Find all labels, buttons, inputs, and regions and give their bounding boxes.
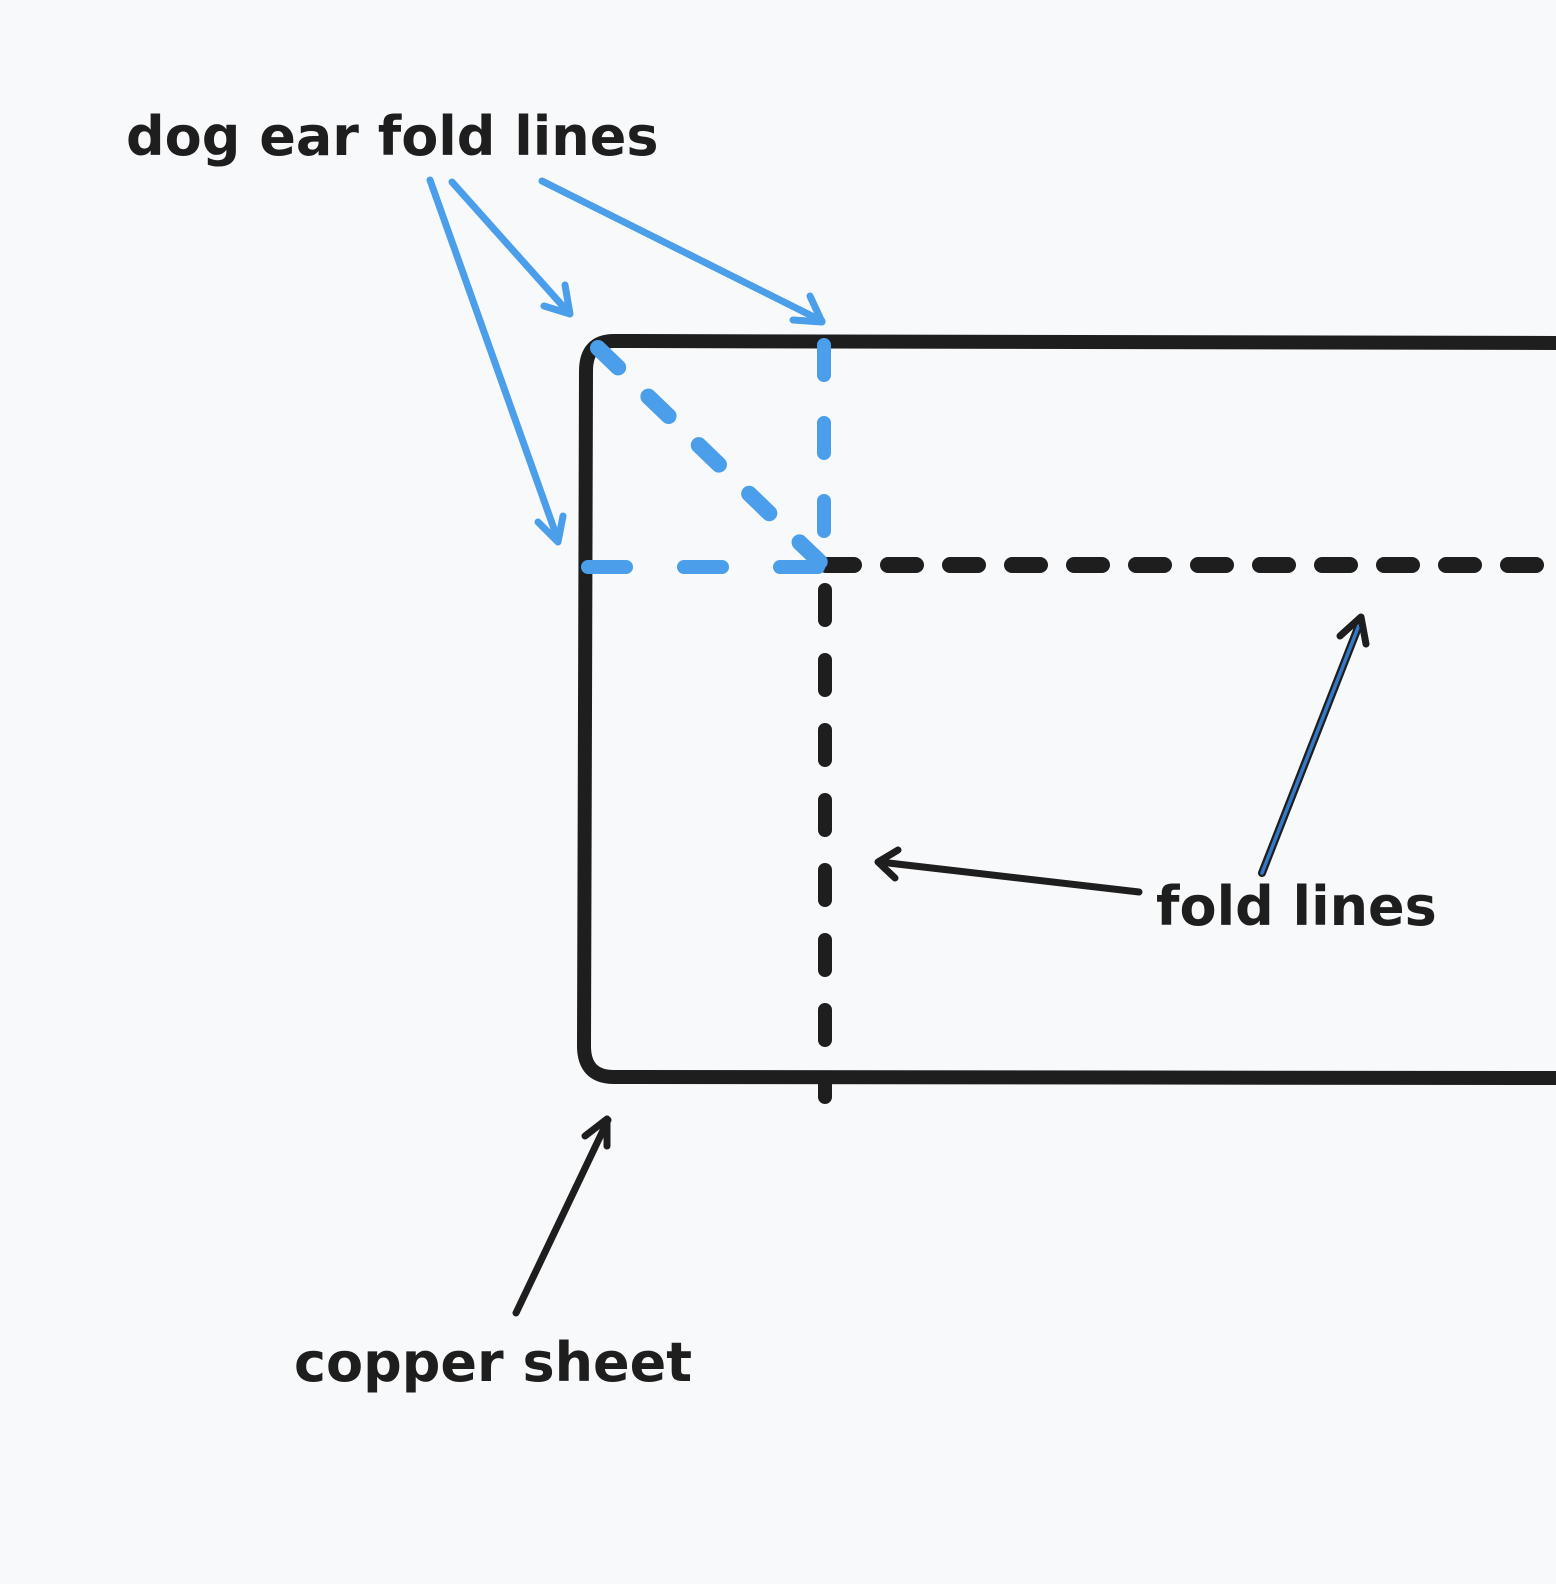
fold-lines-label: fold lines xyxy=(1156,875,1437,938)
fold-lines-arrow-left xyxy=(874,846,1143,896)
dog-ear-fold-lines-label: dog ear fold lines xyxy=(126,105,659,168)
dog-ear-arrow-right xyxy=(538,177,826,326)
copper-sheet-outline xyxy=(577,334,1556,1085)
dog-ear-arrow-left xyxy=(426,176,567,546)
copper-sheet-arrow xyxy=(512,1115,612,1317)
dog-ear-diagonal-fold-line xyxy=(590,340,830,572)
dog-ear-arrow-middle xyxy=(448,178,574,318)
copper-sheet-label: copper sheet xyxy=(294,1331,693,1394)
fold-lines-arrow-up xyxy=(1258,613,1370,877)
